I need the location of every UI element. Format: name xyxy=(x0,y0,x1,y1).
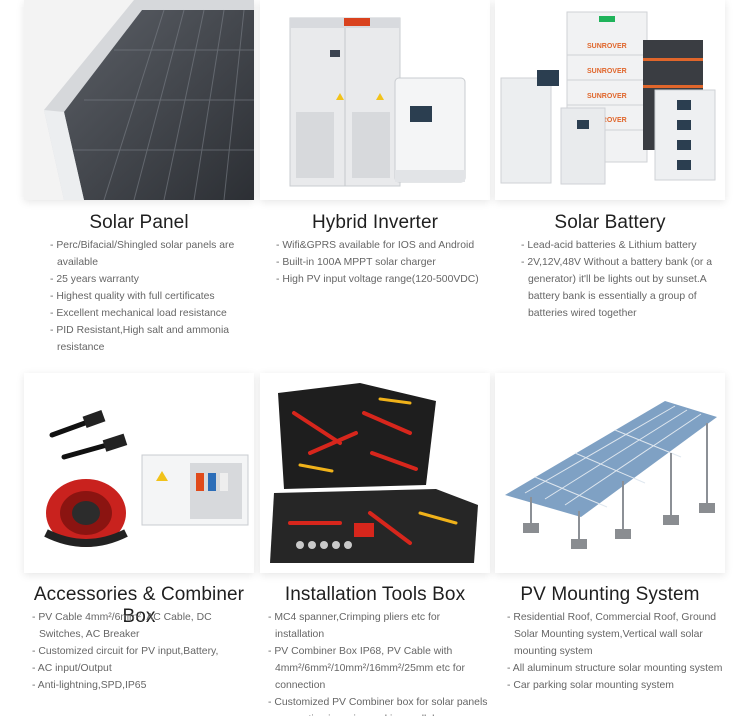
feature-item: Perc/Bifacial/Shingled solar panels are … xyxy=(48,237,248,271)
battery-brand-label: SUNROVER xyxy=(587,93,627,100)
accessories-combiner-box-photo xyxy=(24,373,254,573)
product-title: Installation Tools Box xyxy=(284,584,466,605)
feature-item: PID Resistant,High salt and ammonia resi… xyxy=(48,322,248,356)
feature-item: MC4 spanner,Crimping pliers etc for inst… xyxy=(266,609,490,643)
battery-brand-label: SUNROVER xyxy=(587,68,627,75)
feature-item: Excellent mechanical load resistance xyxy=(48,305,248,322)
product-title: Hybrid Inverter xyxy=(311,212,439,233)
feature-item: Wifi&GPRS available for IOS and Android xyxy=(274,237,486,254)
feature-list: Lead-acid batteries & Lithium battery 2V… xyxy=(519,237,719,322)
product-title: Solar Battery xyxy=(554,212,666,233)
hybrid-inverter-photo xyxy=(260,0,490,200)
battery-brand-label: SUNROVER xyxy=(587,43,627,50)
product-card-solar-battery: SUNROVER SUNROVER SUNROVER SUNROVER Sola… xyxy=(495,0,725,360)
solar-panel-photo xyxy=(24,0,254,200)
feature-item: PV Cable 4mm²/6mm², AC Cable, DC Switche… xyxy=(30,609,240,643)
feature-list: Wifi&GPRS available for IOS and Android … xyxy=(274,237,486,288)
product-title: Solar Panel xyxy=(89,212,189,233)
feature-item: All aluminum structure solar mounting sy… xyxy=(505,660,723,677)
feature-list: PV Cable 4mm²/6mm², AC Cable, DC Switche… xyxy=(30,609,240,694)
product-title: PV Mounting System xyxy=(520,584,700,605)
product-card-accessories-combiner-box: Accessories & Combiner Box PV Cable 4mm²… xyxy=(24,373,254,716)
feature-item: PV Combiner Box IP68, PV Cable with 4mm²… xyxy=(266,643,490,694)
product-card-solar-panel: Solar Panel Perc/Bifacial/Shingled solar… xyxy=(24,0,254,360)
product-card-hybrid-inverter: Hybrid Inverter Wifi&GPRS available for … xyxy=(260,0,490,360)
installation-tools-box-photo xyxy=(260,373,490,573)
feature-item: 2V,12V,48V Without a battery bank (or a … xyxy=(519,254,719,322)
battery-brand-label: SUNROVER xyxy=(587,117,627,124)
feature-item: Customized PV Combiner box for solar pan… xyxy=(266,694,490,716)
feature-item: AC input/Output xyxy=(30,660,240,677)
feature-list: Perc/Bifacial/Shingled solar panels are … xyxy=(48,237,248,356)
product-card-pv-mounting-system: PV Mounting System Residential Roof, Com… xyxy=(495,373,725,716)
feature-item: Residential Roof, Commercial Roof, Groun… xyxy=(505,609,723,660)
feature-item: Customized circuit for PV input,Battery, xyxy=(30,643,240,660)
feature-item: Lead-acid batteries & Lithium battery xyxy=(519,237,719,254)
feature-item: 25 years warranty xyxy=(48,271,248,288)
feature-list: MC4 spanner,Crimping pliers etc for inst… xyxy=(266,609,490,716)
feature-item: High PV input voltage range(120-500VDC) xyxy=(274,271,486,288)
pv-mounting-system-photo xyxy=(495,373,725,573)
feature-item: Anti-lightning,SPD,IP65 xyxy=(30,677,240,694)
feature-item: Built-in 100A MPPT solar charger xyxy=(274,254,486,271)
feature-list: Residential Roof, Commercial Roof, Groun… xyxy=(505,609,723,694)
feature-item: Car parking solar mounting system xyxy=(505,677,723,694)
product-card-installation-tools-box: Installation Tools Box MC4 spanner,Crimp… xyxy=(260,373,490,716)
solar-battery-photo: SUNROVER SUNROVER SUNROVER SUNROVER xyxy=(495,0,725,200)
feature-item: Highest quality with full certificates xyxy=(48,288,248,305)
